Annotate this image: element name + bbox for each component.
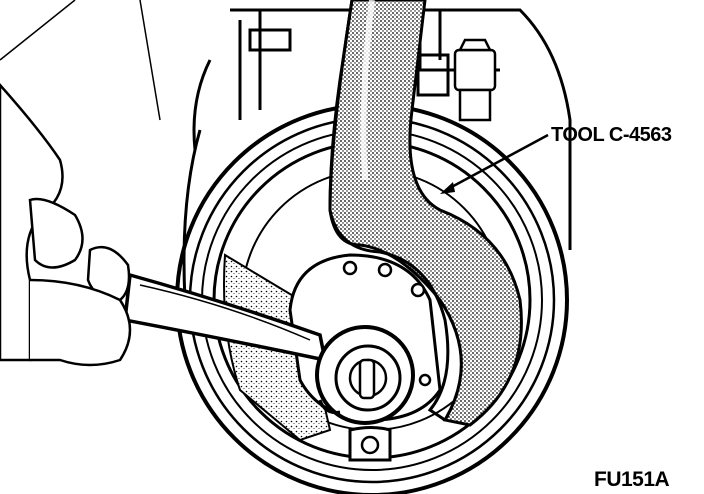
service-fitting bbox=[453, 38, 497, 122]
spanner-tool-icon bbox=[328, 0, 523, 427]
tool-callout-leader bbox=[440, 133, 549, 194]
figure-id: FU151A bbox=[594, 468, 670, 491]
wrench-icon bbox=[123, 272, 415, 425]
hand-icon bbox=[0, 0, 161, 367]
tool-callout-label: TOOL C-4563 bbox=[551, 124, 672, 146]
